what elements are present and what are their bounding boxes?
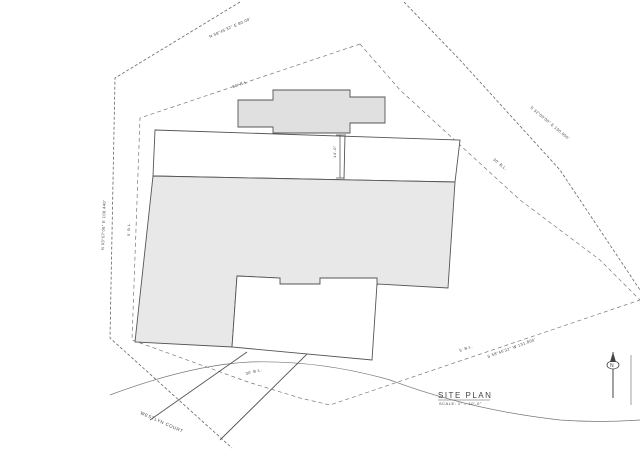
site-plan-title: SITE PLAN: [438, 391, 492, 400]
setback-front-label: 30' B.L.: [245, 367, 262, 376]
setback-line: [131, 43, 640, 406]
setback-right-rear-label: 30' B.L.: [492, 157, 508, 172]
bearing-west-label: N 03°07'06" E 108.440': [100, 200, 107, 250]
garage-area: [231, 275, 378, 361]
driveway-left-line: [149, 351, 248, 421]
deck-depth-label: 14'-0": [332, 145, 337, 158]
bearing-north-label: N 58°45'32" E 80.00': [208, 16, 251, 39]
house-rear-section: [152, 129, 461, 183]
street-curve: [109, 361, 640, 422]
house-interior-wall: [343, 133, 346, 180]
setback-right-label: 5' B.L.: [459, 343, 474, 352]
bearing-south-label: S 58°45'32" W 131.800': [487, 337, 537, 359]
property-line-east: [403, 1, 640, 291]
property-line: [109, 1, 241, 449]
north-arrow-label: N: [610, 363, 614, 369]
setback-rear-label: 30' B.L.: [232, 79, 249, 89]
bearing-east-label: S 32°00'00" E 160.000': [529, 105, 570, 141]
north-arrow-icon: N: [606, 352, 632, 405]
street-name-label: WESTLYN COURT: [140, 410, 184, 433]
deck: [237, 89, 386, 134]
site-plan-scale: SCALE: 1" = 10'-0": [439, 401, 482, 406]
setback-left-label: 5' B.L.: [126, 222, 131, 236]
